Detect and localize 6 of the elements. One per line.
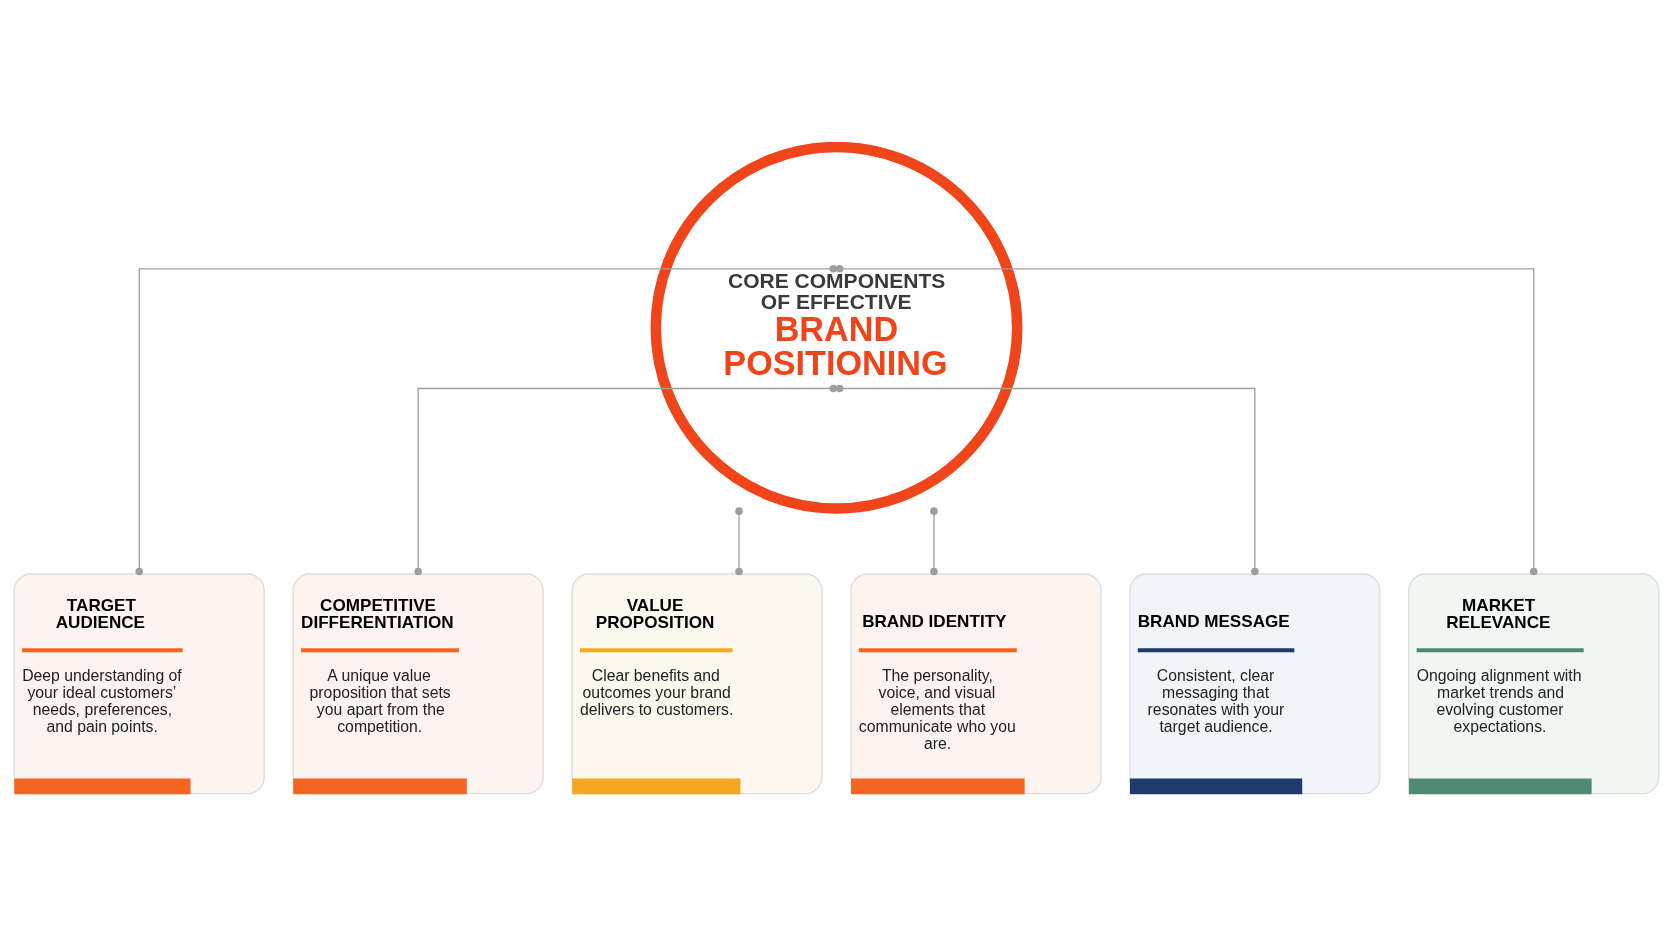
connector [134,264,837,576]
connector [734,507,743,576]
connector [929,507,938,576]
connector [835,264,1538,576]
connector [835,384,1259,576]
connector [413,384,837,576]
